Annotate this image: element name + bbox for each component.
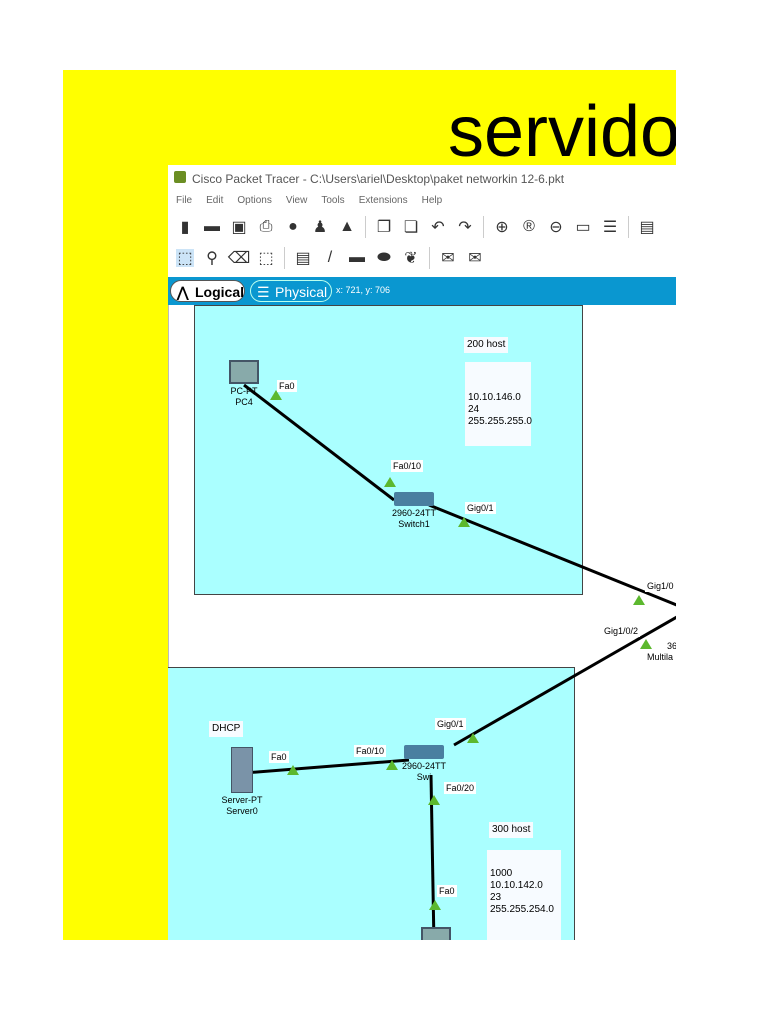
menu-edit[interactable]: Edit [206,195,224,206]
switch-icon [394,492,434,506]
server-icon [231,747,253,793]
port-label: Fa0 [277,380,297,392]
menu-options[interactable]: Options [237,195,272,206]
undo-icon[interactable]: ↶ [431,219,445,236]
port-label: Fa0/20 [444,782,477,794]
port-label: Gig1/0 [645,580,676,592]
switch-icon [404,745,444,759]
main-toolbar: ▮ ▬ ▣ ⎙ ● ♟ ▲ ❐ ❏ ↶ ↷ ⊕ ® ⊖ ▭ ☰ ▤ [168,212,676,242]
line-icon[interactable]: / [327,249,333,266]
print-icon[interactable]: ⎙ [259,218,273,235]
pc-icon [229,360,259,384]
tab-physical[interactable]: ☰Physical [250,280,332,302]
paste-icon[interactable]: ❏ [403,219,419,236]
links [243,383,676,940]
tab-logical[interactable]: ⋀Logical [170,280,245,302]
ellipse-icon[interactable]: ⬬ [377,249,391,266]
zoom-in-icon[interactable]: ⊕ [495,219,509,236]
complex-pdu-icon[interactable]: ✉ [468,250,482,267]
port-label: Fa0 [269,751,289,763]
logical-icon: ⋀ [177,284,189,300]
port-label: Gig0/1 [435,718,466,730]
slide: servido Cisco Packet Tracer - C:\Users\a… [63,70,676,940]
freeform-icon[interactable]: ❦ [404,250,418,267]
menu-bar: File Edit Options View Tools Extensions Help [168,191,676,211]
zoom-out-icon[interactable]: ⊖ [549,219,563,236]
packet-tracer-window: Cisco Packet Tracer - C:\Users\ariel\Des… [168,165,676,940]
app-icon [174,171,186,183]
open-folder-icon[interactable]: ▬ [204,218,220,235]
new-file-icon[interactable]: ▮ [180,219,190,236]
area-200-host [194,305,583,595]
link-server-switch2 [243,758,410,775]
menu-tools[interactable]: Tools [321,195,345,206]
dhcp-label: DHCP [209,721,244,737]
pc-icon[interactable] [421,927,451,940]
link-switch2-multilayer [453,615,676,747]
zoom-reset-icon[interactable]: ® [523,218,535,235]
port-label: Gig0/1 [465,502,496,514]
port-label: Fa0/10 [391,460,424,472]
title-bar: Cisco Packet Tracer - C:\Users\ariel\Des… [168,165,676,191]
note-title-200: 200 host [464,337,509,353]
info-icon[interactable]: ● [288,218,298,235]
save-icon[interactable]: ▣ [231,219,247,236]
list-icon[interactable]: ☰ [602,219,618,236]
menu-file[interactable]: File [176,195,193,206]
menu-help[interactable]: Help [421,195,443,206]
slide-title: servido [448,92,676,172]
inspect-icon[interactable]: ⚲ [206,250,218,267]
copy-icon[interactable]: ❐ [376,219,392,236]
rectangle-icon[interactable]: ▬ [349,249,365,266]
note-icon[interactable]: ▤ [295,250,311,267]
port-label: Fa0/10 [354,745,387,757]
palette-icon[interactable]: ▤ [639,219,655,236]
link-pc4-switch1 [243,383,395,502]
physical-icon: ☰ [257,284,270,300]
menu-extensions[interactable]: Extensions [358,195,408,206]
window-title: Cisco Packet Tracer - C:\Users\ariel\Des… [192,172,565,186]
window-icon[interactable]: ▭ [575,219,591,236]
activity-wizard-icon[interactable]: ♟ [312,219,328,236]
workspace-tabs: ⋀Logical ☰Physical x: 721, y: 706 [168,277,676,305]
link-switch1-multilayer [428,503,676,607]
redo-icon[interactable]: ↷ [458,219,472,236]
simple-pdu-icon[interactable]: ✉ [441,250,455,267]
port-label: Fa0 [437,885,457,897]
delete-icon[interactable]: ⌫ [227,250,251,267]
select-icon[interactable]: ⬚ [176,249,194,267]
port-label: Gig1/0/2 [602,625,641,637]
note-title-300: 300 host [489,822,534,838]
menu-view[interactable]: View [285,195,308,206]
edit-toolbar: ⬚ ⚲ ⌫ ⬚ ▤ / ▬ ⬬ ❦ ✉ ✉ [168,243,676,273]
pdu-icon[interactable]: ▲ [339,218,355,235]
resize-icon[interactable]: ⬚ [258,250,274,267]
cursor-coords: x: 721, y: 706 [336,285,391,295]
